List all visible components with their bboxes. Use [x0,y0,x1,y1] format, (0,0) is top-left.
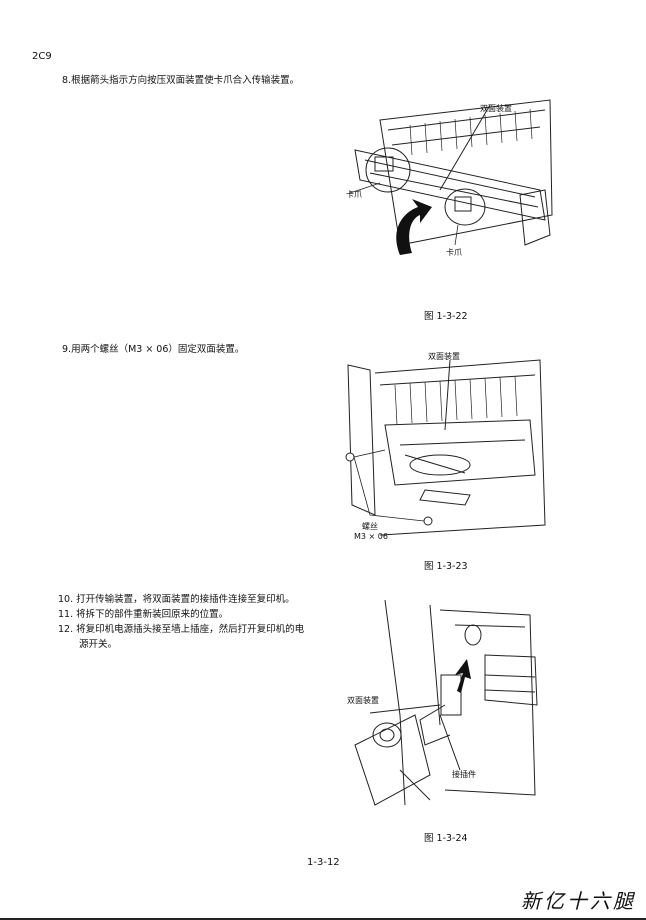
figure-1-3-24: 双面装置 接插件 [345,595,545,815]
label-claw-left: 卡爪 [346,190,362,199]
label-screw: 螺丝 [362,522,378,531]
step-12-text-cont: 源开关。 [79,639,118,650]
step-10-text: 10. 打开传输装置，将双面装置的接插件连接至复印机。 [58,594,295,605]
bottom-rule [0,918,646,920]
figure-caption-1-3-22: 图 1-3-22 [424,311,468,322]
watermark: 新亿十六腿 [521,889,636,913]
page-number: 1-3-12 [307,857,340,868]
label-claw-bottom: 卡爪 [446,248,462,257]
figure-caption-1-3-23: 图 1-3-23 [424,561,468,572]
step-8-text: 8.根据箭头指示方向按压双面装置使卡爪合入传输装置。 [62,75,300,86]
step-11-text: 11. 将拆下的部件重新装回原来的位置。 [58,609,229,620]
duplex-unit-drawing-22 [349,99,553,255]
figure-1-3-22: 双面装置 卡爪 卡爪 [340,95,555,265]
label-screw-spec: M3 × 06 [354,532,388,541]
press-arrow-icon [396,199,432,255]
step-12-text: 12. 将复印机电源插头接至墙上插座，然后打开复印机的电 [58,624,305,635]
label-duplex-unit: 双面装置 [428,352,460,361]
label-connector: 接插件 [452,770,476,779]
duplex-unit-drawing-23 [345,359,546,536]
connect-arrow-icon [455,659,471,693]
screw-icon-bottom [423,516,433,526]
label-duplex-unit: 双面装置 [347,696,379,705]
screw-icon-left [345,452,355,462]
duplex-connector-drawing-24 [354,599,538,806]
figure-caption-1-3-24: 图 1-3-24 [424,833,468,844]
step-9-text: 9.用两个螺丝（M3 × 06）固定双面装置。 [62,344,245,355]
label-duplex-unit: 双面装置 [480,104,512,113]
figure-1-3-23: 双面装置 螺丝 M3 × 06 [340,345,550,545]
model-code: 2C9 [32,51,52,62]
